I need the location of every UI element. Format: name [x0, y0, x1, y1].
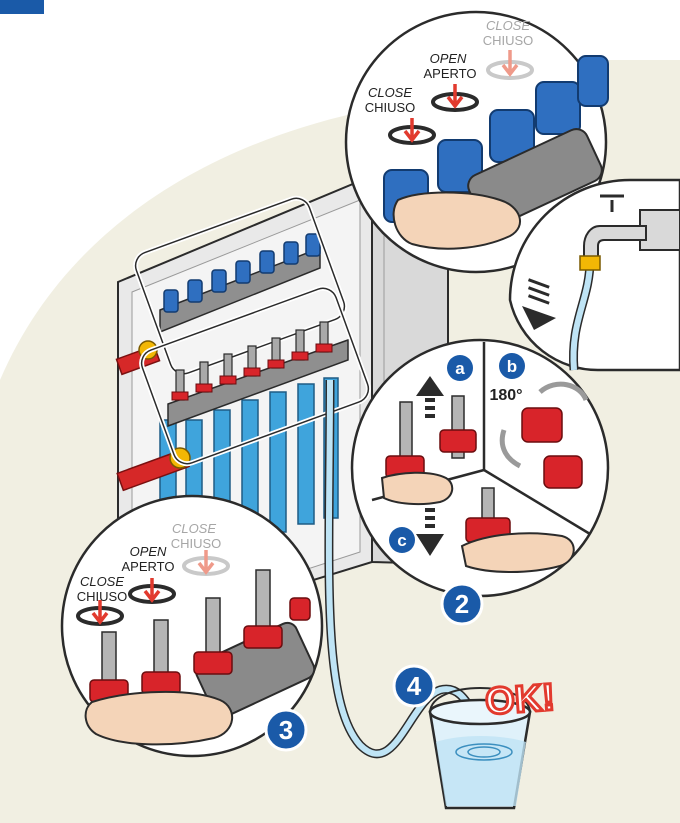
rotation-label: 180°	[489, 387, 522, 404]
svg-text:3: 3	[279, 715, 293, 745]
middle-detail-circle: a b 180° c	[350, 338, 610, 598]
label-a: a	[455, 359, 465, 378]
tap-detail	[508, 178, 680, 372]
label-b: b	[507, 357, 517, 376]
close-en: CLOSE	[368, 85, 412, 100]
open-en: OPEN	[130, 544, 167, 559]
down-arrow-icon	[143, 578, 161, 603]
down-arrow-icon	[501, 50, 519, 77]
down-arrow-icon	[403, 118, 421, 143]
open-it: APERTO	[122, 559, 175, 574]
down-arrow-icon	[91, 600, 109, 625]
down-arrow-icon	[416, 508, 444, 556]
close-faded-it: CHIUSO	[483, 33, 534, 48]
top-detail-circle: CLOSE CHIUSO OPEN APERTO CLOSE CHIUSO	[344, 10, 609, 274]
down-arrow-icon	[446, 84, 464, 109]
corner-tab	[0, 0, 44, 14]
hand-icon	[392, 191, 522, 250]
bucket-icon	[428, 687, 532, 810]
up-arrow-icon	[416, 376, 444, 418]
close-en: CLOSE	[80, 574, 124, 589]
svg-text:4: 4	[407, 671, 422, 701]
down-arrow-icon	[197, 550, 215, 575]
label-c: c	[397, 531, 406, 550]
close-faded-it: CHIUSO	[171, 536, 222, 551]
close-faded-en: CLOSE	[172, 521, 216, 536]
blue-knob	[163, 233, 321, 313]
rotate-arrow-icon	[499, 429, 522, 469]
bottom-detail-circle: CLOSE CHIUSO OPEN APERTO CLOSE CHIUSO	[60, 494, 324, 758]
down-arrow-icon	[522, 278, 556, 330]
red-cap	[521, 407, 583, 489]
blue-knob	[535, 81, 581, 135]
close-it: CHIUSO	[365, 100, 416, 115]
upper-manifold	[133, 195, 347, 377]
lower-manifold	[139, 285, 371, 467]
step-2-badge: 2	[440, 582, 484, 626]
step-4-badge: 4	[392, 664, 436, 708]
hand-icon	[84, 691, 234, 746]
hand-icon	[460, 532, 575, 573]
open-en: OPEN	[430, 51, 467, 66]
close-faded-en: CLOSE	[486, 18, 530, 33]
hand-icon	[380, 471, 454, 506]
open-it: APERTO	[424, 66, 477, 81]
blue-knob	[577, 55, 609, 107]
close-it: CHIUSO	[77, 589, 128, 604]
ok-label: OK!	[484, 677, 556, 724]
rotate-arrow-icon	[538, 381, 589, 402]
step-3-badge: 3	[264, 708, 308, 752]
svg-text:2: 2	[455, 589, 469, 619]
